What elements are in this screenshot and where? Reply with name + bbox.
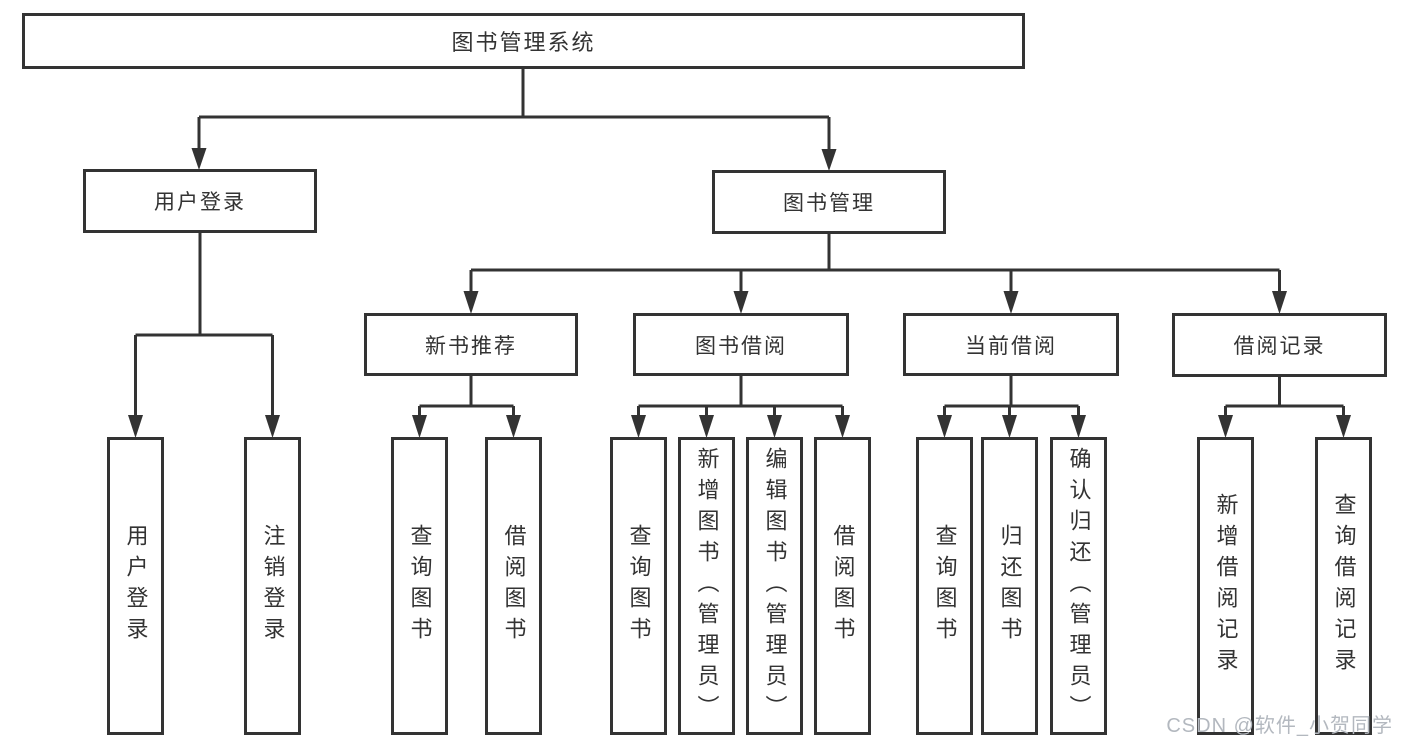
leaf-records-add-record: 新增借阅记录 <box>1197 437 1254 735</box>
node-book-borrow: 图书借阅 <box>633 313 849 376</box>
leaf-recommend-borrow-books: 借阅图书 <box>485 437 542 735</box>
leaf-logout: 注销登录 <box>244 437 301 735</box>
leaf-recommend-query-books: 查询图书 <box>391 437 448 735</box>
node-new-book-recommend: 新书推荐 <box>364 313 578 376</box>
node-user-login: 用户登录 <box>83 169 317 233</box>
node-library-system: 图书管理系统 <box>22 13 1025 69</box>
leaf-borrow-borrow-books: 借阅图书 <box>814 437 871 735</box>
leaf-borrow-add-books-admin: 新增图书（管理员） <box>678 437 735 735</box>
node-current-borrow: 当前借阅 <box>903 313 1119 376</box>
leaf-user-login: 用户登录 <box>107 437 164 735</box>
leaf-borrow-query-books: 查询图书 <box>610 437 667 735</box>
node-book-management: 图书管理 <box>712 170 946 234</box>
leaf-borrow-edit-books-admin: 编辑图书（管理员） <box>746 437 803 735</box>
watermark: CSDN @软件_小贺同学 <box>1166 715 1393 737</box>
leaf-current-confirm-return-admin: 确认归还（管理员） <box>1050 437 1107 735</box>
leaf-current-return-books: 归还图书 <box>981 437 1038 735</box>
leaf-current-query-books: 查询图书 <box>916 437 973 735</box>
node-borrow-records: 借阅记录 <box>1172 313 1387 377</box>
leaf-records-query-record: 查询借阅记录 <box>1315 437 1372 735</box>
